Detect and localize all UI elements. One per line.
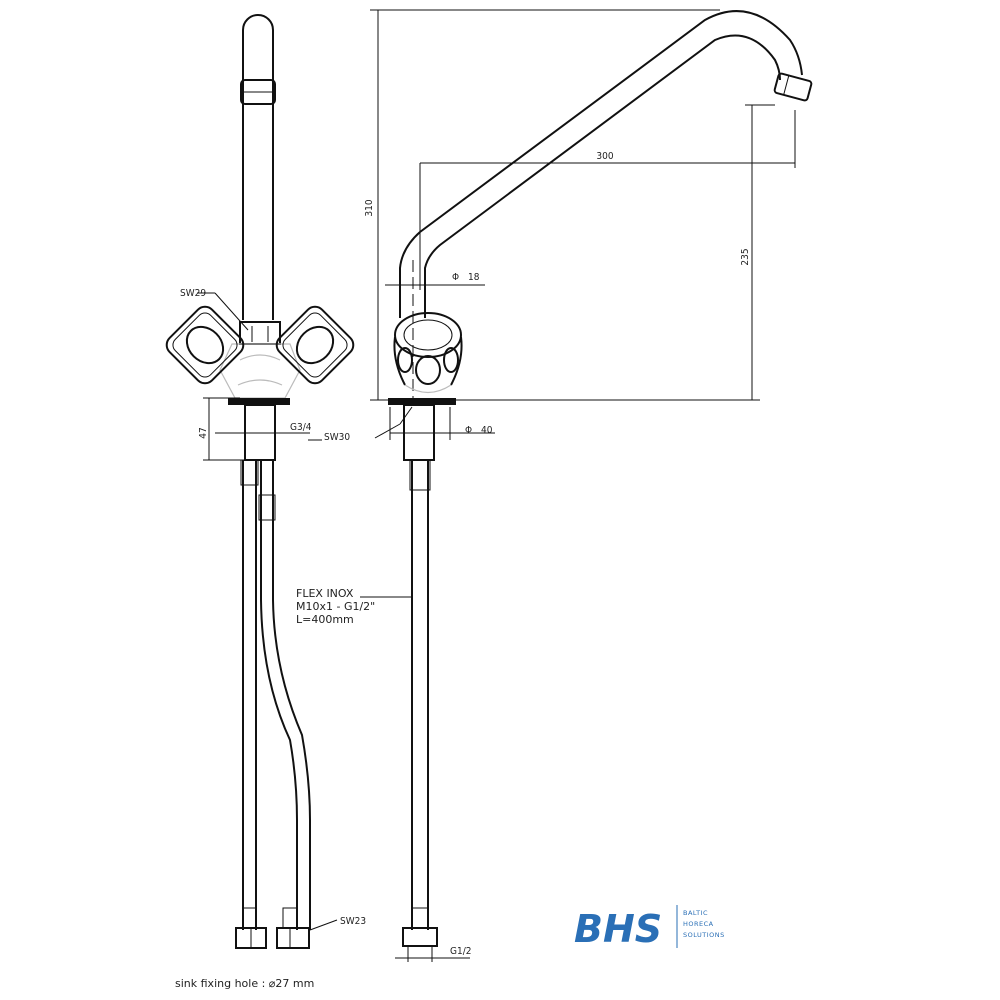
dim-base-diameter-symbol: Φ [465, 425, 472, 436]
dim-spout-clearance: 235 [740, 248, 751, 265]
aerator-nozzle [773, 72, 813, 102]
dim-spout-diameter-symbol: Φ [452, 272, 459, 283]
logo-mark: BHS [574, 907, 662, 951]
dim-shank-length: 47 [198, 427, 209, 438]
side-hose [411, 460, 429, 930]
flex-hose-label-3: L=400mm [296, 613, 354, 626]
dim-base-diameter: 40 [481, 425, 493, 436]
hose-right [260, 460, 311, 930]
front-spout-tube [242, 14, 274, 320]
front-view [165, 14, 355, 949]
logo-line-2: HORECA [683, 920, 714, 928]
hose-nut-right [276, 927, 310, 949]
label-nut-base: SW30 [324, 432, 350, 443]
dim-total-height: 310 [364, 199, 375, 216]
front-hex-nut [239, 321, 281, 345]
front-body [219, 343, 301, 399]
dim-spout-diameter: 18 [468, 272, 480, 283]
side-view [309, 9, 813, 962]
front-base-plate [228, 398, 290, 405]
flex-hose-label-2: M10x1 - G1/2" [296, 600, 375, 613]
sink-hole-note: sink fixing hole : ⌀27 mm [175, 977, 314, 990]
side-base-plate [388, 398, 456, 405]
label-nut-top: SW29 [180, 288, 206, 299]
flex-hose-label-1: FLEX INOX [296, 587, 354, 600]
logo-line-1: BALTIC [683, 909, 708, 917]
side-spout-inner [424, 34, 781, 318]
bhs-logo: BHS BALTIC HORECA SOLUTIONS [574, 905, 725, 951]
label-nut-hose: SW23 [340, 916, 366, 927]
side-knob [393, 336, 463, 386]
right-handle [275, 305, 355, 385]
side-spout-outer [399, 10, 803, 318]
hose-left [242, 460, 257, 930]
front-spout-ring [240, 79, 276, 105]
dim-shank-thread: G3/4 [290, 422, 312, 433]
dim-hose-thread: G1/2 [450, 946, 471, 957]
left-handle [165, 305, 245, 385]
side-hose-nut [402, 927, 438, 947]
dim-reach: 300 [596, 151, 613, 162]
logo-line-3: SOLUTIONS [683, 931, 725, 939]
